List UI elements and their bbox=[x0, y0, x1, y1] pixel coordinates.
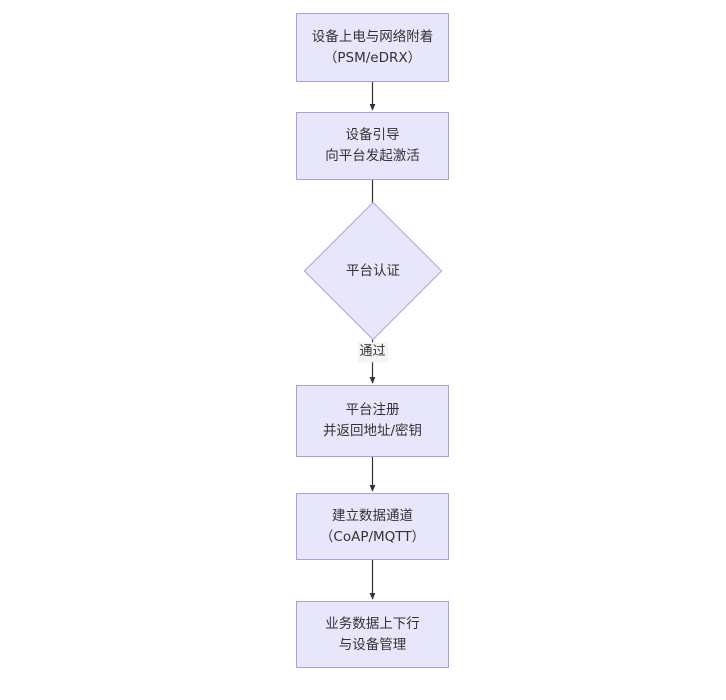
node-label-line-1: 业务数据上下行 bbox=[325, 615, 420, 632]
flow-node-device-bootstrap[interactable]: 设备引导 向平台发起激活 bbox=[296, 112, 449, 180]
flow-node-power-on-network-attach[interactable]: 设备上电与网络附着 （PSM/eDRX） bbox=[296, 13, 449, 82]
node-label-line-2: （CoAP/MQTT） bbox=[319, 528, 426, 545]
edge-label-pass: 通过 bbox=[357, 342, 388, 362]
node-label-line-1: 建立数据通道 bbox=[332, 507, 413, 524]
flow-node-platform-authentication[interactable]: 平台认证 bbox=[303, 201, 443, 341]
node-label-line-2: 并返回地址/密钥 bbox=[322, 423, 423, 439]
flow-node-establish-data-channel[interactable]: 建立数据通道 （CoAP/MQTT） bbox=[296, 493, 449, 560]
node-label-line-1: 平台注册 bbox=[345, 402, 400, 419]
node-label-line-1: 平台认证 bbox=[346, 262, 400, 279]
node-label-line-2: 与设备管理 bbox=[338, 636, 407, 653]
flow-node-business-data-and-device-management[interactable]: 业务数据上下行 与设备管理 bbox=[296, 601, 449, 668]
flow-node-platform-registration[interactable]: 平台注册 并返回地址/密钥 bbox=[296, 385, 449, 457]
node-label-line-2: （PSM/eDRX） bbox=[323, 49, 422, 66]
node-label-line-2: 向平台发起激活 bbox=[325, 148, 420, 164]
node-label-line-1: 设备上电与网络附着 bbox=[311, 28, 434, 45]
node-label-line-1: 设备引导 bbox=[345, 127, 400, 144]
